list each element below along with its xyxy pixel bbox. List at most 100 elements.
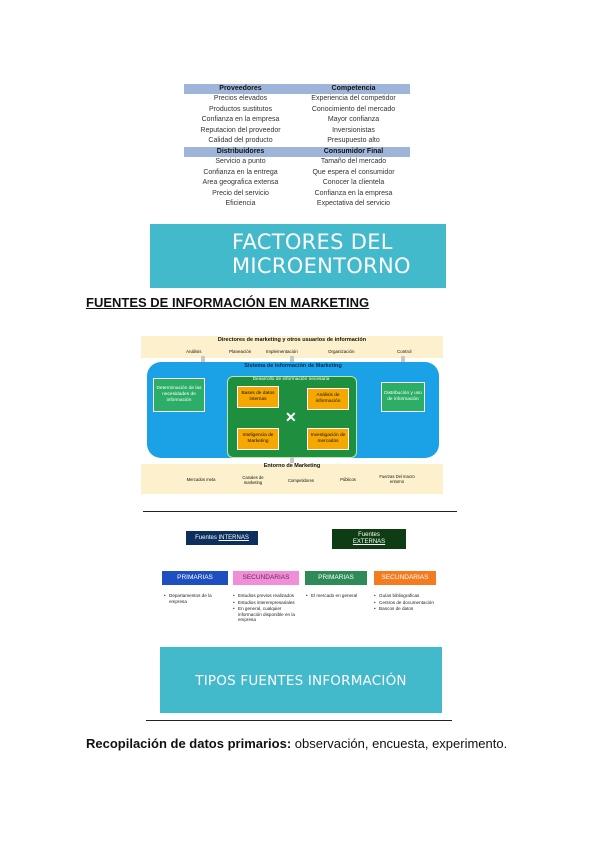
table-cell: Precio del servicio [212, 189, 269, 197]
internal-sources-box: Fuentes INTERNAS [186, 531, 258, 545]
table-row: Servicio a punto Tamaño del mercado [184, 157, 410, 168]
directors-item: Planeación [229, 349, 252, 354]
list-primarias-internas: Departamentos de la empresa [164, 593, 228, 605]
directors-item: Organización [328, 349, 355, 354]
internal-data-box: Bases de datos internas [237, 386, 279, 408]
table-cell: Mayor confianza [327, 116, 380, 124]
table-cell: Expectativa del servicio [316, 200, 391, 208]
divider [146, 720, 452, 721]
environment-item: Públicos [340, 477, 356, 482]
table-row: Precios elevados Experiencia del competid… [184, 94, 410, 105]
table-cell: Inversionistas [332, 126, 375, 134]
microentorno-title: FACTORES DEL MICROENTORNO [232, 230, 432, 278]
table-cell: Confianza en la empresa [201, 116, 280, 124]
table-row: Calidad del producto Presupuesto alto [184, 136, 410, 147]
table-header: Distribuidores Consumidor Final [184, 146, 410, 157]
table-row: Precio del servicio Confianza en la empre… [184, 189, 410, 200]
table-cell: Precios elevados [213, 95, 268, 102]
table-cell: Reputacion del proveedor [200, 126, 281, 134]
table-cell: Confianza en la empresa [314, 189, 393, 197]
list-item: El mercado en general [306, 593, 366, 599]
table-cell: Area geografica extensa [202, 179, 279, 187]
table-cell: Presupuesto alto [327, 137, 380, 145]
environment-item: Fuerzas Del macro entorno [379, 474, 415, 484]
table-row: Area geografica extensa Conocer la client… [184, 178, 410, 189]
intelligence-box: Inteligencia de Marketing [237, 428, 279, 450]
list-primarias-externas: El mercado en general [306, 593, 366, 600]
table-cell: Experiencia del competidor [311, 95, 396, 102]
recopilacion-label: Recopilación de datos primarios: [86, 736, 292, 751]
list-secundarias-externas: Guías bibliograficas Centros de document… [374, 593, 436, 613]
category-primarias-internas: PRIMARIAS [162, 571, 228, 585]
table-row: Eficiencia Expectativa del servicio [184, 199, 410, 210]
research-box: Investigación de mercados [307, 428, 349, 450]
recopilacion-paragraph: Recopilación de datos primarios: observa… [86, 736, 507, 751]
table-cell: Calidad del producto [208, 137, 273, 145]
distribution-box: Distribución y uso de información [381, 382, 425, 412]
table-cell: Conocimiento del mercado [311, 105, 396, 113]
list-item: Bancos de datos [374, 606, 436, 612]
analysis-box: Análisis de información [307, 388, 349, 410]
tipos-title: TIPOS FUENTES INFORMACIÓN [195, 673, 407, 689]
directors-item: Implementación [266, 349, 298, 354]
section-heading: FUENTES DE INFORMACIÓN EN MARKETING [86, 295, 370, 310]
tipos-banner [160, 647, 442, 713]
table-cell: Productos sustitutos [208, 105, 273, 113]
table-header: Proveedores Competencia [184, 84, 410, 94]
microentorno-figure: Proveedores Competencia Precios elevados… [150, 84, 446, 288]
arrow-icon [401, 356, 405, 362]
directors-title: Directores de marketing y otros usuarios… [217, 337, 367, 343]
list-item: Centros de documentación [374, 600, 436, 606]
cross-arrows-icon: ✕ [285, 409, 297, 425]
table-cell: Conocer la clientela [322, 179, 385, 187]
internal-label: INTERNAS [218, 534, 249, 541]
external-line: Fuentes [358, 532, 380, 538]
title-line: MICROENTORNO [232, 254, 411, 278]
list-secundarias-internas: Estudios previos realizados Estudios int… [233, 593, 299, 624]
arrow-icon [290, 457, 294, 463]
table-cell: Tamaño del mercado [320, 157, 387, 165]
divider [143, 511, 457, 512]
directors-item: Control [397, 349, 412, 354]
system-title: Sistema de Información de Marketing [244, 363, 342, 369]
directors-item: Análisis [186, 349, 202, 354]
arrow-icon [201, 356, 205, 362]
environment-item: Competidores [287, 478, 315, 483]
list-item: Estudios interempresariales [233, 600, 299, 606]
microentorno-banner [150, 224, 446, 288]
list-item: En general, cualquier información dispon… [233, 606, 299, 623]
header-cell: Distribuidores [216, 147, 265, 155]
table-row: Productos sustitutos Conocimiento del mer… [184, 105, 410, 116]
header-cell: Proveedores [219, 85, 262, 92]
recopilacion-text: observación, encuesta, experimento. [291, 736, 508, 751]
external-label: EXTERNAS [352, 539, 386, 545]
category-primarias-externas: PRIMARIAS [305, 571, 367, 585]
environment-box [141, 464, 443, 494]
directors-box [141, 336, 443, 358]
header-cell: Consumidor Final [323, 147, 384, 155]
title-line: FACTORES DEL [232, 230, 393, 254]
microentorno-table: Proveedores Competencia Precios elevados… [184, 84, 410, 210]
core-title: Desarrollo de información necesaria [252, 377, 330, 382]
environment-item: Canales de marketing [242, 475, 264, 485]
table-cell: Confianza en la entrega [203, 168, 278, 176]
table-cell: Servicio a punto [215, 157, 266, 165]
environment-item: Mercados meta [186, 477, 216, 482]
list-item: Departamentos de la empresa [164, 593, 228, 604]
external-sources-box: Fuentes EXTERNAS [332, 529, 406, 549]
table-row: Reputacion del proveedor Inversionistas [184, 126, 410, 137]
table-cell: Que espera el consumidor [312, 168, 395, 176]
table-row: Confianza en la empresa Mayor confianza [184, 115, 410, 126]
table-cell: Eficiencia [225, 200, 256, 208]
category-secundarias-externas: SECUNDARIAS [374, 571, 436, 585]
list-item: Estudios previos realizados [233, 593, 299, 599]
table-row: Confianza en la entrega Que espera el con… [184, 168, 410, 179]
environment-title: Entorno de Marketing [263, 463, 321, 469]
category-secundarias-internas: SECUNDARIAS [233, 571, 299, 585]
tipos-fuentes-figure: Fuentes INTERNAS Fuentes EXTERNAS PRIMAR… [160, 527, 442, 713]
header-cell: Competencia [331, 85, 376, 92]
internal-prefix: Fuentes [195, 534, 219, 541]
marketing-info-system-diagram: Directores de marketing y otros usuarios… [141, 336, 443, 494]
needs-box: Determinación de las necesidades de info… [153, 378, 205, 412]
list-item: Guías bibliograficas [374, 593, 436, 599]
